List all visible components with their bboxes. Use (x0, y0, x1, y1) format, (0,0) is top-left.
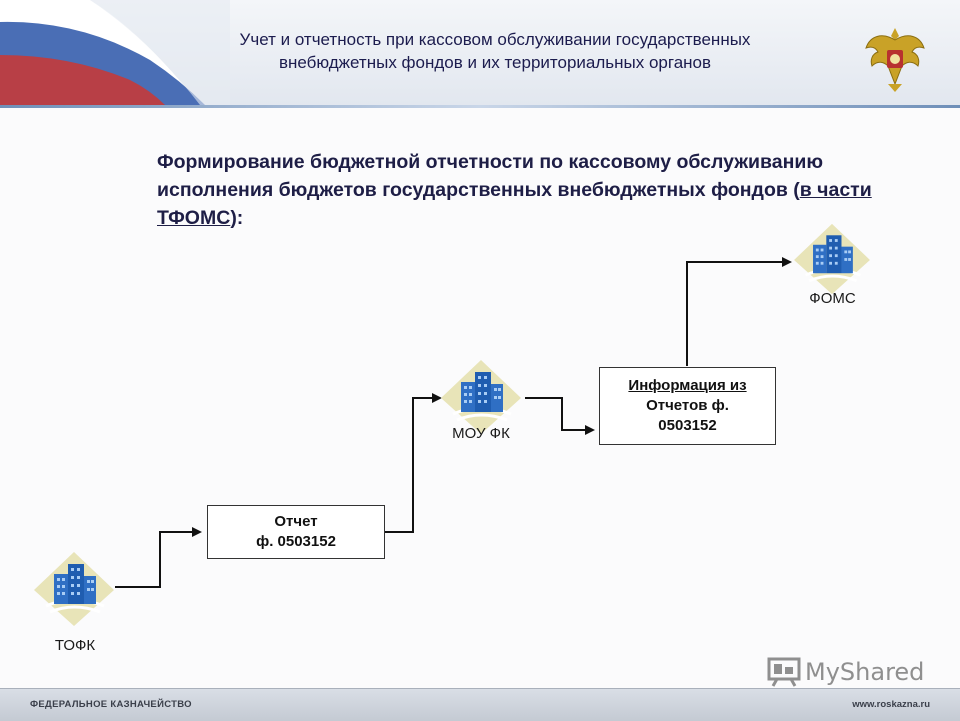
footer-org-name: ФЕДЕРАЛЬНОЕ КАЗНАЧЕЙСТВО (30, 699, 192, 710)
slide-title-text: Формирование бюджетной отчетности по кас… (157, 151, 824, 201)
tofk-building-icon (34, 552, 114, 626)
slide-footer: ФЕДЕРАЛЬНОЕ КАЗНАЧЕЙСТВО www.roskazna.ru (0, 688, 960, 721)
report-box: Отчет ф. 0503152 (207, 505, 385, 559)
info-box-line1-text: Информация из (628, 377, 747, 394)
foms-building-icon (794, 223, 870, 295)
footer-website[interactable]: www.roskazna.ru (852, 699, 930, 710)
info-box-line2: Отчетов ф. (646, 397, 729, 414)
watermark-text: MyShared (805, 658, 925, 686)
arrow-info-to-foms (686, 257, 792, 366)
russian-flag-decoration (0, 0, 230, 105)
moufk-label: МОУ ФК (452, 425, 510, 442)
header-title-line1: Учет и отчетность при кассовом обслужива… (239, 30, 751, 49)
slide-header: Учет и отчетность при кассовом обслужива… (0, 0, 960, 105)
foms-label: ФОМС (809, 290, 856, 307)
info-box: Информация из Отчетов ф. 0503152 (599, 367, 776, 445)
header-divider (0, 105, 960, 108)
info-box-line3: 0503152 (658, 417, 717, 434)
presentation-icon (767, 657, 801, 687)
arrow-tofk-to-report (115, 527, 202, 588)
header-title: Учет и отчетность при кассовом обслужива… (150, 28, 840, 74)
moufk-building-icon (441, 360, 521, 434)
tofk-label: ТОФК (54, 637, 96, 654)
info-box-line1: Информация из (600, 376, 775, 396)
arrow-moufk-to-info (525, 397, 595, 435)
slide-title-end: ): (230, 207, 244, 229)
arrow-report-to-moufk (385, 393, 442, 533)
header-title-line2: внебюджетных фондов и их территориальных… (278, 53, 712, 72)
slide-title-underlined: в части ТФОМС (157, 179, 872, 229)
slide-title: Формирование бюджетной отчетности по кас… (157, 148, 877, 232)
report-box-line2: ф. 0503152 (256, 533, 336, 550)
treasury-emblem-icon (865, 28, 925, 92)
report-box-line1: Отчет (274, 513, 318, 530)
myshared-watermark: MyShared (767, 657, 924, 687)
